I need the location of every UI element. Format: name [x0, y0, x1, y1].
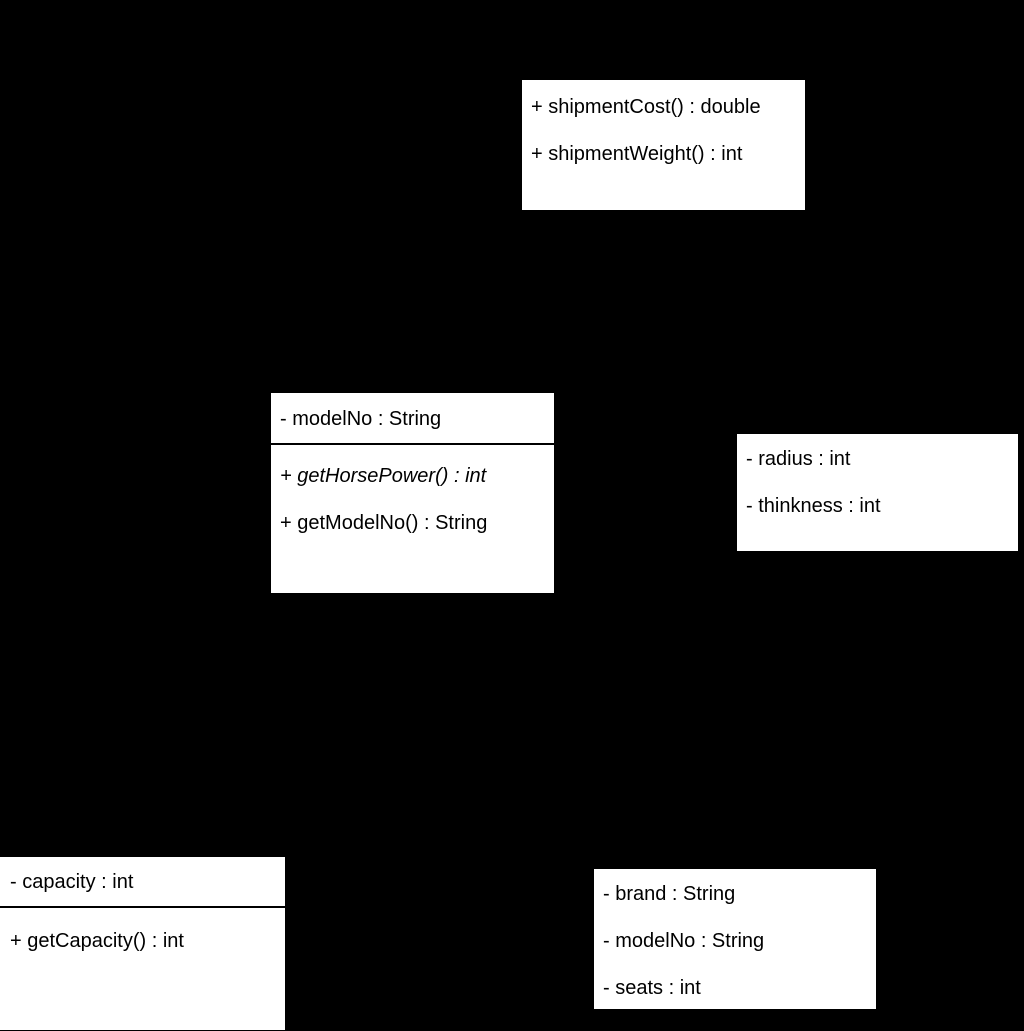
- attribute-row[interactable]: - modelNo : String: [603, 930, 765, 952]
- attribute-row[interactable]: - seats : int: [603, 977, 701, 999]
- operation-row-abstract[interactable]: + getHorsePower() : int: [280, 465, 487, 487]
- attributes-compartment: - modelNo : String: [271, 393, 554, 445]
- operation-row[interactable]: + shipmentWeight() : int: [531, 143, 743, 165]
- attributes-compartment: - brand : String - modelNo : String - se…: [594, 869, 876, 1009]
- attributes-compartment: - capacity : int: [0, 857, 285, 908]
- attribute-row[interactable]: - modelNo : String: [280, 408, 442, 430]
- operations-compartment: + shipmentCost() : double + shipmentWeig…: [522, 80, 805, 178]
- operation-row[interactable]: + getModelNo() : String: [280, 512, 488, 534]
- attribute-row[interactable]: - brand : String: [603, 883, 736, 905]
- attribute-row[interactable]: - radius : int: [746, 448, 851, 470]
- operations-compartment: + getHorsePower() : int + getModelNo() :…: [271, 445, 554, 547]
- uml-class-box-shipment[interactable]: + shipmentCost() : double + shipmentWeig…: [521, 79, 806, 211]
- attribute-row[interactable]: - capacity : int: [10, 871, 134, 893]
- operation-row[interactable]: + shipmentCost() : double: [531, 96, 761, 118]
- operation-row[interactable]: + getCapacity() : int: [10, 930, 184, 952]
- attribute-row[interactable]: - thinkness : int: [746, 495, 881, 517]
- operations-compartment: + getCapacity() : int: [0, 908, 285, 965]
- uml-class-box-capacity[interactable]: - capacity : int + getCapacity() : int: [0, 856, 286, 1031]
- uml-class-box-vehicle-model[interactable]: - modelNo : String + getHorsePower() : i…: [270, 392, 555, 594]
- uml-class-box-car[interactable]: - brand : String - modelNo : String - se…: [593, 868, 877, 1010]
- uml-class-box-wheel[interactable]: - radius : int - thinkness : int: [736, 433, 1019, 552]
- attributes-compartment: - radius : int - thinkness : int: [737, 434, 1018, 530]
